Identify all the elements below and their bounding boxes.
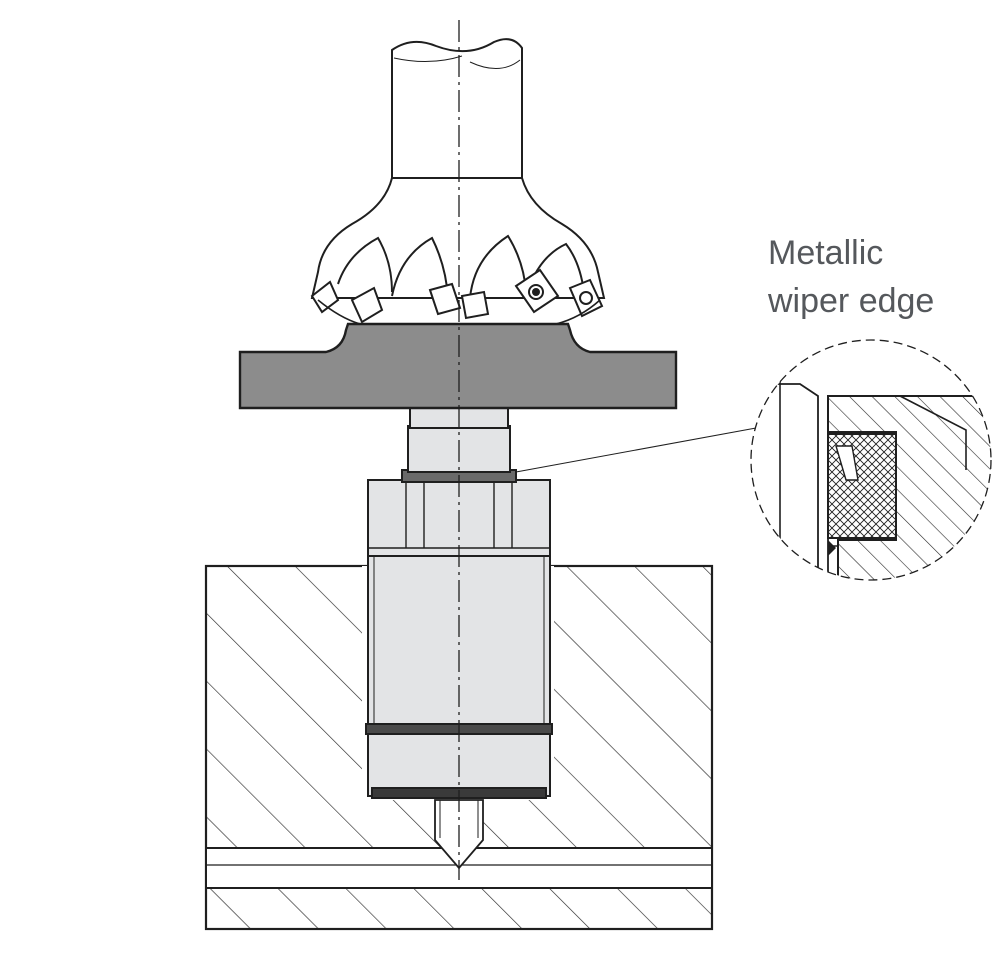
milling-cutter bbox=[310, 38, 606, 325]
leader-line bbox=[515, 427, 757, 473]
label-metallic: Metallic bbox=[768, 234, 884, 272]
workpiece-plate bbox=[238, 322, 678, 410]
label-wiper-edge: wiper edge bbox=[768, 282, 935, 320]
detail-view bbox=[750, 339, 992, 581]
